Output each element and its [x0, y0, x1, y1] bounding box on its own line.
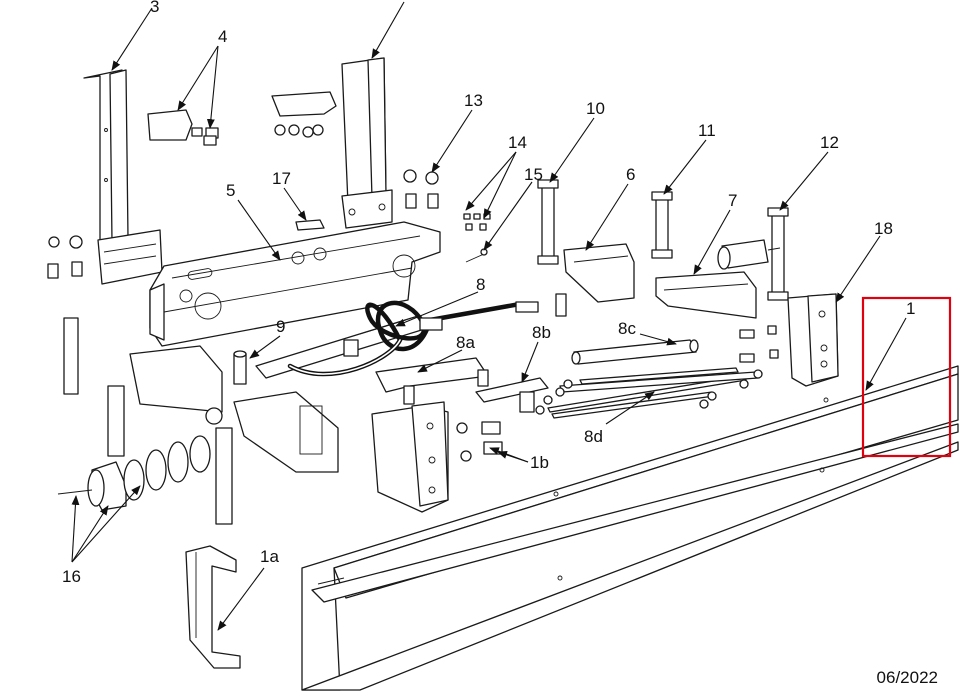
callout-12: 12: [820, 133, 839, 152]
part-1b-fittings[interactable]: [456, 421, 503, 462]
callout-11: 11: [698, 121, 716, 140]
callout-17: 17: [272, 169, 291, 188]
callout-8: 8: [476, 275, 485, 294]
callout-labels: 3 4 13 10 11 12 14 15 17 5 6 7 18 8 1 9 …: [62, 0, 915, 586]
highlight-box-item-1: [861, 296, 952, 458]
callout-9: 9: [276, 317, 285, 336]
callout-13: 13: [464, 91, 483, 110]
callout-1b: 1b: [530, 453, 549, 472]
callout-10: 10: [586, 99, 605, 118]
upright-center[interactable]: [341, 57, 393, 229]
part-15-pin[interactable]: [465, 248, 488, 263]
part-8d-hoses[interactable]: [535, 367, 763, 419]
part-11-post[interactable]: [651, 191, 673, 259]
hinge-bracket[interactable]: [271, 91, 337, 138]
callout-1a: 1a: [260, 547, 279, 566]
part-7-carriage[interactable]: [655, 239, 781, 319]
part-1-main-beam[interactable]: [301, 365, 959, 691]
callout-4: 4: [218, 27, 227, 46]
part-4-bracket[interactable]: [147, 109, 219, 146]
part-8-cylinder-hoses[interactable]: [255, 300, 539, 379]
part-16-rollers[interactable]: [57, 435, 211, 511]
part-14-pins[interactable]: [463, 213, 491, 231]
part-8b-cylinder[interactable]: [475, 293, 567, 413]
left-fasteners[interactable]: [47, 235, 83, 279]
revision-date: 06/2022: [876, 668, 938, 687]
part-18-side-plate[interactable]: [787, 293, 839, 387]
callout-18: 18: [874, 219, 893, 238]
part-5-main-frame[interactable]: [149, 221, 441, 347]
part-8c-cylinder[interactable]: [571, 339, 699, 365]
callout-1: 1: [906, 299, 915, 318]
part-13-fittings[interactable]: [403, 169, 439, 209]
callout-6: 6: [626, 165, 635, 184]
part-6-carriage[interactable]: [563, 243, 635, 303]
callout-15: 15: [524, 165, 543, 184]
callout-5: 5: [226, 181, 235, 200]
callout-3: 3: [150, 0, 159, 16]
callout-8b: 8b: [532, 323, 551, 342]
part-3-upright[interactable]: [83, 69, 163, 285]
part-10-post[interactable]: [537, 179, 559, 265]
callout-16: 16: [62, 567, 81, 586]
part-12-post[interactable]: [767, 207, 789, 301]
callout-8a: 8a: [456, 333, 475, 352]
part-9-pin[interactable]: [233, 350, 247, 385]
spacer-blocks[interactable]: [739, 325, 779, 363]
callout-8d: 8d: [584, 427, 603, 446]
center-side-plate[interactable]: [371, 401, 449, 513]
callout-8c: 8c: [618, 319, 636, 338]
part-1a-bracket[interactable]: [185, 545, 241, 669]
leader-lines: [71, 1, 907, 631]
callout-7: 7: [728, 191, 737, 210]
left-carriage[interactable]: [129, 345, 339, 473]
part-8a-bracket[interactable]: [375, 357, 489, 405]
callout-14: 14: [508, 133, 527, 152]
part-17-plate[interactable]: [295, 219, 325, 231]
left-post[interactable]: [63, 317, 233, 525]
